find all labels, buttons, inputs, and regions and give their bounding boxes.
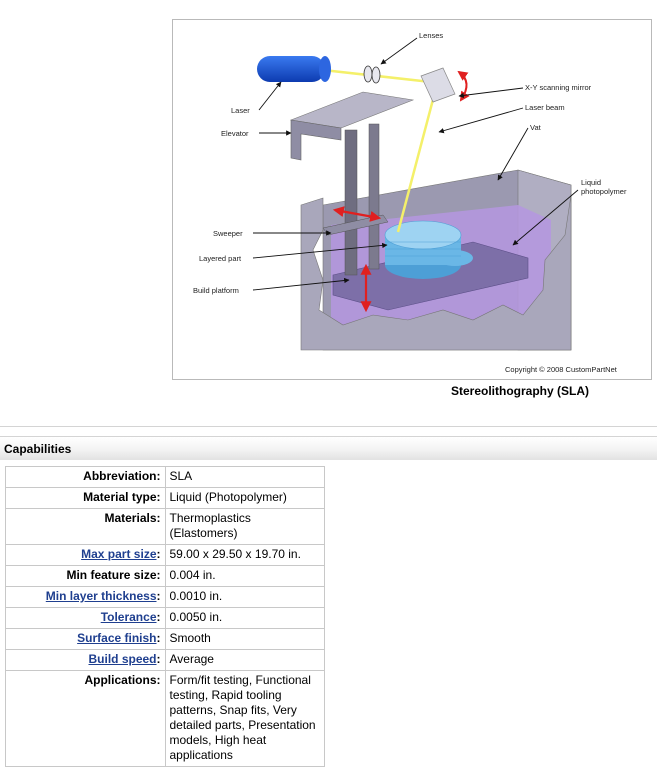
table-row: Materials: Thermoplastics (Elastomers) [5,508,325,545]
surface-finish-link[interactable]: Surface finish [77,631,157,645]
figure-caption: Stereolithography (SLA) [450,384,589,398]
row-label-link-cell: Tolerance: [5,607,166,629]
section-divider [0,426,657,427]
row-value: Average [164,649,325,671]
sla-diagram: Lenses Laser X-Y scanning mirror Laser b… [172,19,652,380]
xy-mirror [420,67,456,103]
elevator-front [290,119,342,161]
row-value: SLA [164,466,325,488]
elevator-post-1 [344,129,358,276]
row-label-link-cell: Surface finish: [5,628,166,650]
label-laser: Laser [231,106,250,115]
tolerance-link[interactable]: Tolerance [100,610,157,624]
row-label: Min feature size: [5,565,166,587]
row-value: 0.004 in. [164,565,325,587]
label-copyright: Copyright © 2008 CustomPartNet [505,365,618,374]
min-layer-thickness-link[interactable]: Min layer thickness [45,589,157,603]
label-photopolymer: photopolymer [581,187,627,196]
label-elevator: Elevator [221,129,249,138]
build-speed-link[interactable]: Build speed [88,652,157,666]
elevator-post-2 [368,123,380,270]
row-value: Liquid (Photopolymer) [164,487,325,509]
row-value: 59.00 x 29.50 x 19.70 in. [164,544,325,566]
row-label: Abbreviation: [5,466,166,488]
lens-1 [363,65,373,83]
row-label-link-cell: Max part size: [5,544,166,566]
row-value: 0.0050 in. [164,607,325,629]
row-label-link-cell: Build speed: [5,649,166,671]
capabilities-table: Abbreviation: SLA Material type: Liquid … [5,466,325,767]
table-row: Applications: Form/fit testing, Function… [5,670,325,767]
laser-beam-2 [396,91,437,233]
table-row: Min layer thickness: 0.0010 in. [5,586,325,608]
label-sweeper: Sweeper [213,229,243,238]
label-lenses: Lenses [419,31,443,40]
row-label: Material type: [5,487,166,509]
capabilities-header: Capabilities [0,436,657,460]
sweeper-arrow [332,206,382,222]
table-row: Tolerance: 0.0050 in. [5,607,325,629]
label-layered-part: Layered part [199,254,242,263]
layered-part-top [384,220,462,250]
label-liquid: Liquid [581,178,601,187]
row-label: Applications: [5,670,166,767]
row-value: Smooth [164,628,325,650]
row-value: 0.0010 in. [164,586,325,608]
elevator-top [289,91,415,129]
label-build-platform: Build platform [193,286,239,295]
table-row: Material type: Liquid (Photopolymer) [5,487,325,509]
row-label: Materials: [5,508,166,545]
row-value: Thermoplastics (Elastomers) [164,508,325,545]
table-row: Surface finish: Smooth [5,628,325,650]
table-row: Build speed: Average [5,649,325,671]
sla-illustration: Lenses Laser X-Y scanning mirror Laser b… [193,31,627,374]
laser-body [257,56,325,82]
table-row: Abbreviation: SLA [5,466,325,488]
label-laser-beam: Laser beam [525,103,565,112]
max-part-size-link[interactable]: Max part size [81,547,157,561]
capabilities-title: Capabilities [4,442,72,456]
table-row: Min feature size: 0.004 in. [5,565,325,587]
label-xy-mirror: X-Y scanning mirror [525,83,592,92]
label-vat: Vat [530,123,542,132]
table-row: Max part size: 59.00 x 29.50 x 19.70 in. [5,544,325,566]
row-value: Form/fit testing, Functional testing, Ra… [164,670,325,767]
row-label-link-cell: Min layer thickness: [5,586,166,608]
vat-front-wall [300,194,572,351]
lens-2 [371,66,381,84]
